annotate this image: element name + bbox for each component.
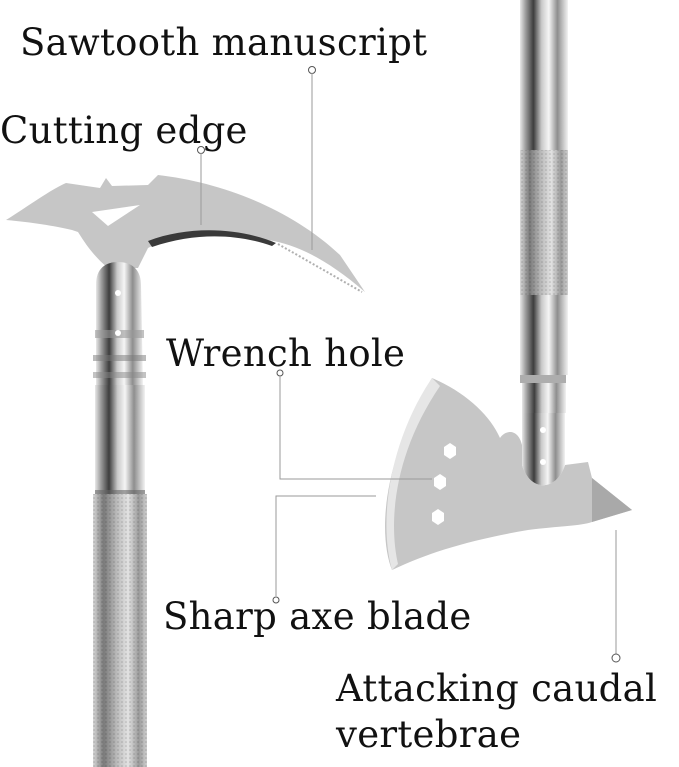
label-sawtooth: Sawtooth manuscript bbox=[20, 21, 428, 64]
label-axe-blade: Sharp axe blade bbox=[163, 595, 472, 638]
pickaxe-head bbox=[6, 175, 365, 293]
right-handle bbox=[520, 0, 568, 413]
left-handle bbox=[93, 262, 147, 767]
label-caudal-line2: vertebrae bbox=[336, 713, 522, 756]
label-caudal-line1: Attacking caudal bbox=[336, 667, 658, 710]
leader-lines bbox=[197, 66, 621, 663]
label-cutting-edge: Cutting edge bbox=[0, 109, 248, 152]
label-wrench-hole: Wrench hole bbox=[166, 332, 406, 375]
axe-head bbox=[385, 378, 632, 570]
